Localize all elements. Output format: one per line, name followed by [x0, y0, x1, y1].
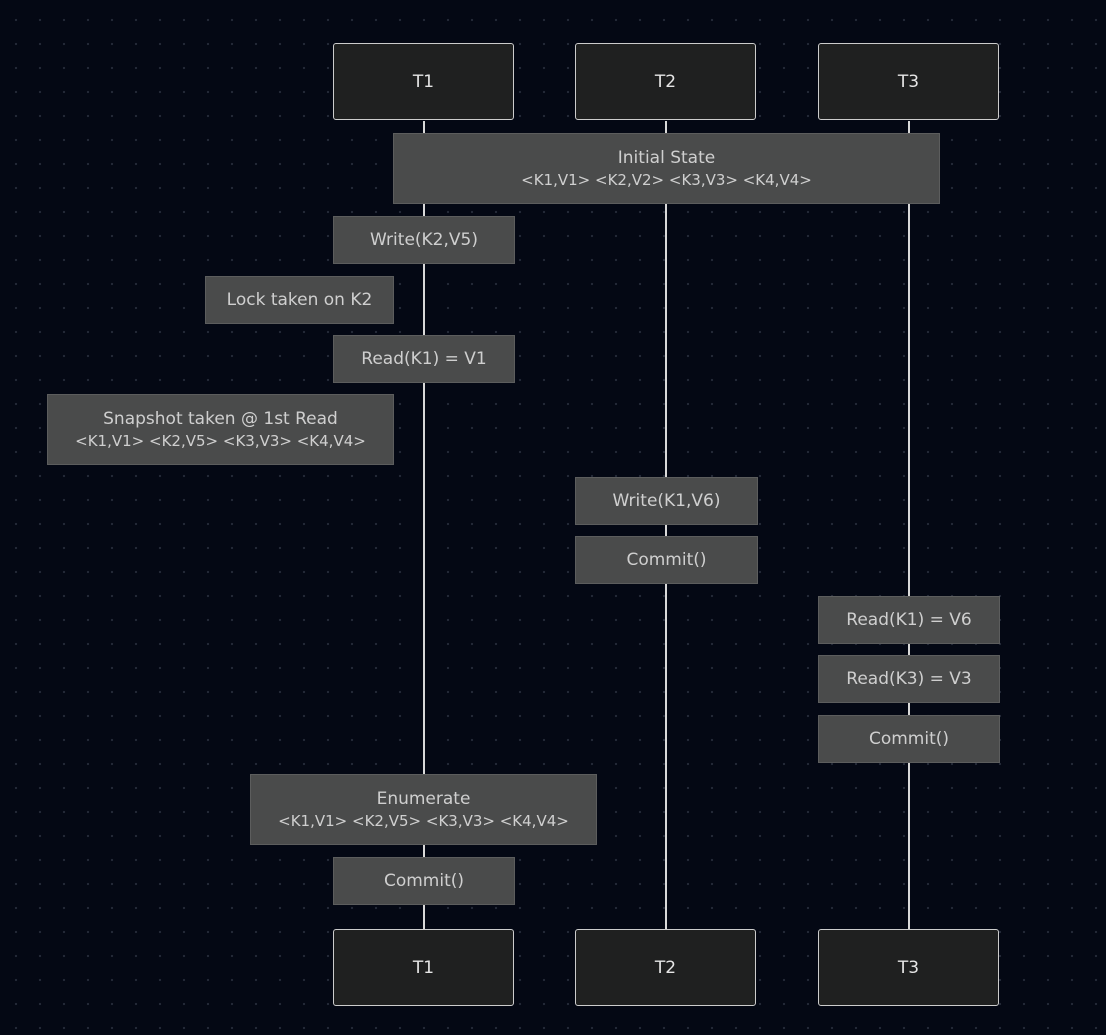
participant-t3-top: T3	[818, 43, 999, 120]
note-text: Read(K1) = V1	[361, 349, 487, 369]
note-text: Commit()	[383, 871, 465, 891]
note-t3-read-k3: Read(K3) = V3	[818, 655, 1000, 703]
participant-label: T3	[897, 957, 920, 978]
note-text: Read(K3) = V3	[846, 669, 972, 689]
note-title: Initial State	[617, 147, 716, 168]
participant-t2-top: T2	[575, 43, 756, 120]
note-text: Lock taken on K2	[226, 290, 373, 310]
lifeline-t1	[423, 121, 425, 929]
participant-label: T3	[897, 71, 920, 92]
note-text: Write(K2,V5)	[370, 230, 478, 250]
note-t1-write: Write(K2,V5)	[333, 216, 515, 264]
note-title: Enumerate	[376, 788, 471, 809]
participant-t1-bottom: T1	[333, 929, 514, 1006]
note-values: <K1,V1> <K2,V2> <K3,V3> <K4,V4>	[521, 170, 812, 189]
participant-label: T2	[654, 71, 677, 92]
note-t2-write: Write(K1,V6)	[575, 477, 758, 525]
note-t3-commit: Commit()	[818, 715, 1000, 763]
note-values: <K1,V1> <K2,V5> <K3,V3> <K4,V4>	[278, 811, 569, 830]
note-t1-enumerate: Enumerate <K1,V1> <K2,V5> <K3,V3> <K4,V4…	[250, 774, 597, 845]
lifeline-t2	[665, 121, 667, 929]
note-text: Read(K1) = V6	[846, 610, 972, 630]
participant-label: T1	[412, 957, 435, 978]
note-t1-commit: Commit()	[333, 857, 515, 905]
note-t3-read-k1: Read(K1) = V6	[818, 596, 1000, 644]
note-t1-snapshot: Snapshot taken @ 1st Read <K1,V1> <K2,V5…	[47, 394, 394, 465]
participant-label: T1	[412, 71, 435, 92]
participant-t1-top: T1	[333, 43, 514, 120]
participant-label: T2	[654, 957, 677, 978]
participant-t2-bottom: T2	[575, 929, 756, 1006]
note-initial-state: Initial State <K1,V1> <K2,V2> <K3,V3> <K…	[393, 133, 940, 204]
note-text: Commit()	[868, 729, 950, 749]
note-text: Write(K1,V6)	[612, 491, 721, 511]
participant-t3-bottom: T3	[818, 929, 999, 1006]
note-values: <K1,V1> <K2,V5> <K3,V3> <K4,V4>	[75, 431, 366, 450]
note-t1-read: Read(K1) = V1	[333, 335, 515, 383]
lifeline-t3	[908, 121, 910, 929]
note-title: Snapshot taken @ 1st Read	[103, 408, 338, 429]
note-t1-lock: Lock taken on K2	[205, 276, 394, 324]
note-t2-commit: Commit()	[575, 536, 758, 584]
note-text: Commit()	[626, 550, 707, 570]
